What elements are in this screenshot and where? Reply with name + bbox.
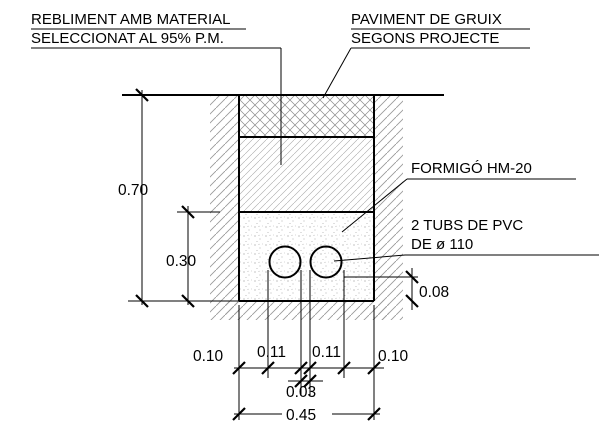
dimension-concrete-depth: 0.30 <box>166 205 220 308</box>
trench-layers <box>239 95 374 301</box>
pipe-right-value: 0.11 <box>312 344 341 361</box>
dimension-pipe-gap: 0.03 <box>286 374 323 401</box>
side-right-value: 0.10 <box>378 348 409 365</box>
backfill-layer <box>239 137 374 212</box>
annotation-pipes: 2 TUBS DE PVC DE ø 110 <box>333 217 599 262</box>
fill-material-line-1: REBLIMENT AMB MATERIAL <box>31 11 231 28</box>
pipes-line-2: DE ø 110 <box>411 236 473 253</box>
pipe-gap-value: 0.03 <box>286 384 316 401</box>
pavement-layer <box>239 95 374 137</box>
fill-material-line-2: SELECCIONAT AL 95% P.M. <box>31 30 224 47</box>
side-left-value: 0.10 <box>193 348 224 365</box>
pipe-right <box>309 245 343 279</box>
annotation-concrete: FORMIGÓ HM-20 <box>341 160 576 233</box>
pipe-left-value: 0.11 <box>257 344 286 361</box>
annotation-pavement: PAVIMENT DE GRUIX SEGONS PROJECTE <box>322 11 530 99</box>
pvc-pipes <box>268 245 343 279</box>
annotation-fill-material: REBLIMENT AMB MATERIAL SELECCIONAT AL 95… <box>31 11 282 165</box>
total-depth-value: 0.70 <box>118 182 149 199</box>
concrete-layer <box>239 212 374 301</box>
concrete-label: FORMIGÓ HM-20 <box>411 160 532 177</box>
pipe-left <box>268 245 302 279</box>
dimension-total-depth: 0.70 <box>118 88 239 308</box>
concrete-depth-value: 0.30 <box>166 253 197 270</box>
soil-hatching <box>210 95 403 320</box>
trench-outline <box>122 94 444 302</box>
pavement-line-1: PAVIMENT DE GRUIX <box>351 11 502 28</box>
pavement-line-2: SEGONS PROJECTE <box>351 30 499 47</box>
total-width-value: 0.45 <box>286 407 316 424</box>
dimension-pipe-cover: 0.08 <box>344 268 449 310</box>
pipe-cover-value: 0.08 <box>419 284 449 301</box>
dimension-width-chain: 0.10 0.11 0.11 0.10 <box>193 270 409 420</box>
pipes-line-1: 2 TUBS DE PVC <box>411 217 523 234</box>
dimension-total-width: 0.45 <box>232 384 381 424</box>
